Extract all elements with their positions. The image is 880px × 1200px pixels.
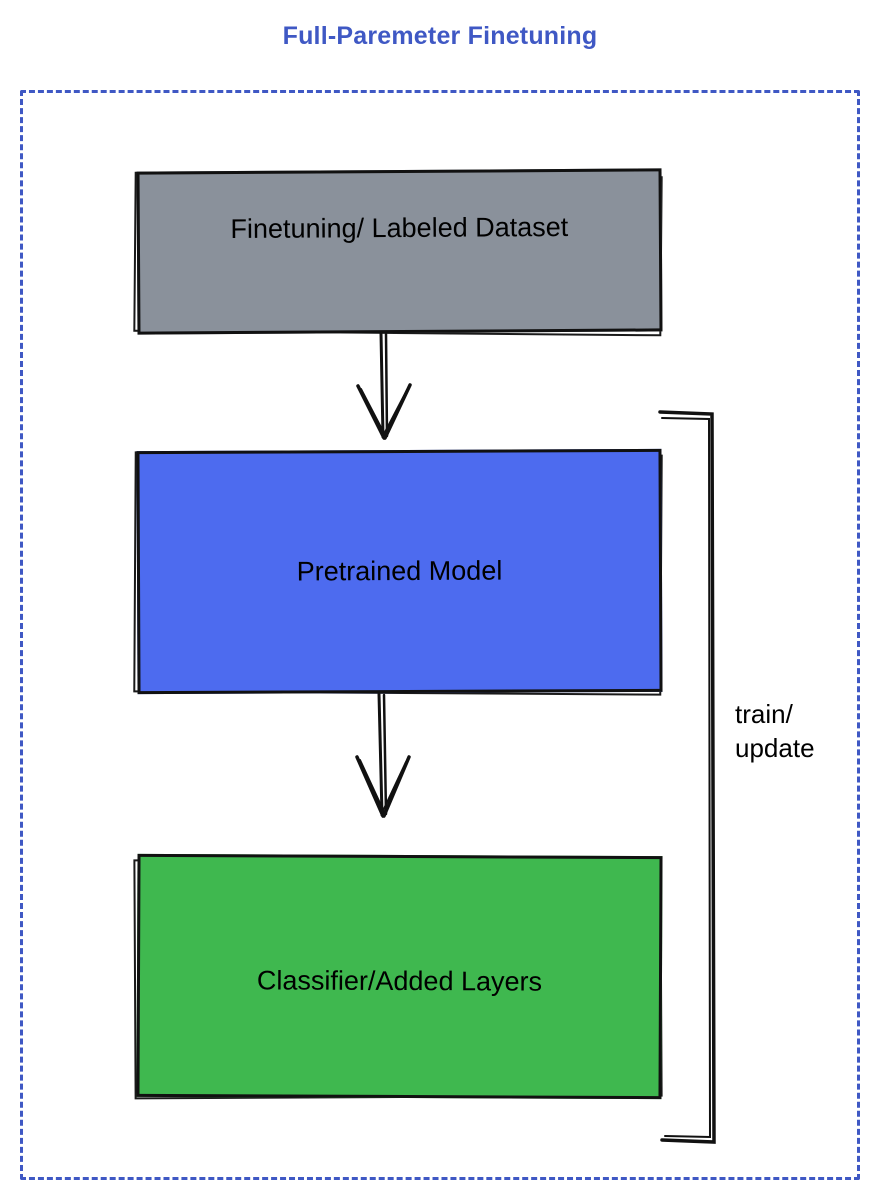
node-classifier-label: Classifier/Added Layers <box>256 965 543 997</box>
node-classifier[interactable]: Classifier/Added Layers <box>136 853 663 1100</box>
page-title: Full-Paremeter Finetuning <box>282 22 598 50</box>
feedback-loop-label-line2: update <box>735 733 815 763</box>
node-pretrained-model-label: Pretrained Model <box>296 555 503 587</box>
node-pretrained-model[interactable]: Pretrained Model <box>136 448 663 695</box>
feedback-loop-label: train/ update <box>735 697 855 765</box>
node-dataset[interactable]: Finetuning/ Labeled Dataset <box>136 168 663 335</box>
node-dataset-label: Finetuning/ Labeled Dataset <box>230 211 569 245</box>
dashed-boundary-frame <box>20 90 860 1180</box>
feedback-loop-label-line1: train/ <box>735 699 793 729</box>
